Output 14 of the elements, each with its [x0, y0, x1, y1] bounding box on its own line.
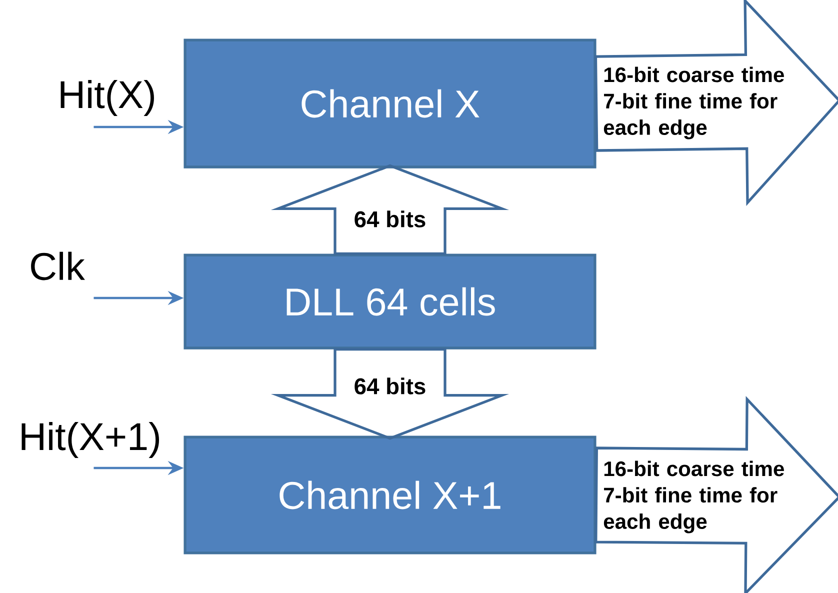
input-label: Hit(X)	[60, 80, 154, 116]
edge-label: 16-bit coarse time 7-bit fine time for each edge	[604, 66, 784, 140]
block-arrow	[594, 0, 838, 206]
edge-label: 64 bits	[352, 376, 428, 396]
block-arrow	[270, 348, 510, 440]
process-box: Channel X+1	[184, 436, 596, 554]
input-label: Hit(X+1)	[22, 422, 159, 458]
process-box: DLL 64 cells	[184, 254, 596, 350]
process-box: Channel X	[184, 38, 596, 168]
input-label: Clk	[31, 252, 85, 280]
edge-label: 64 bits	[352, 208, 428, 230]
edge-label: 16-bit coarse time 7-bit fine time for each edge	[604, 460, 784, 534]
block-arrow	[270, 164, 510, 256]
block-arrow	[594, 396, 838, 593]
